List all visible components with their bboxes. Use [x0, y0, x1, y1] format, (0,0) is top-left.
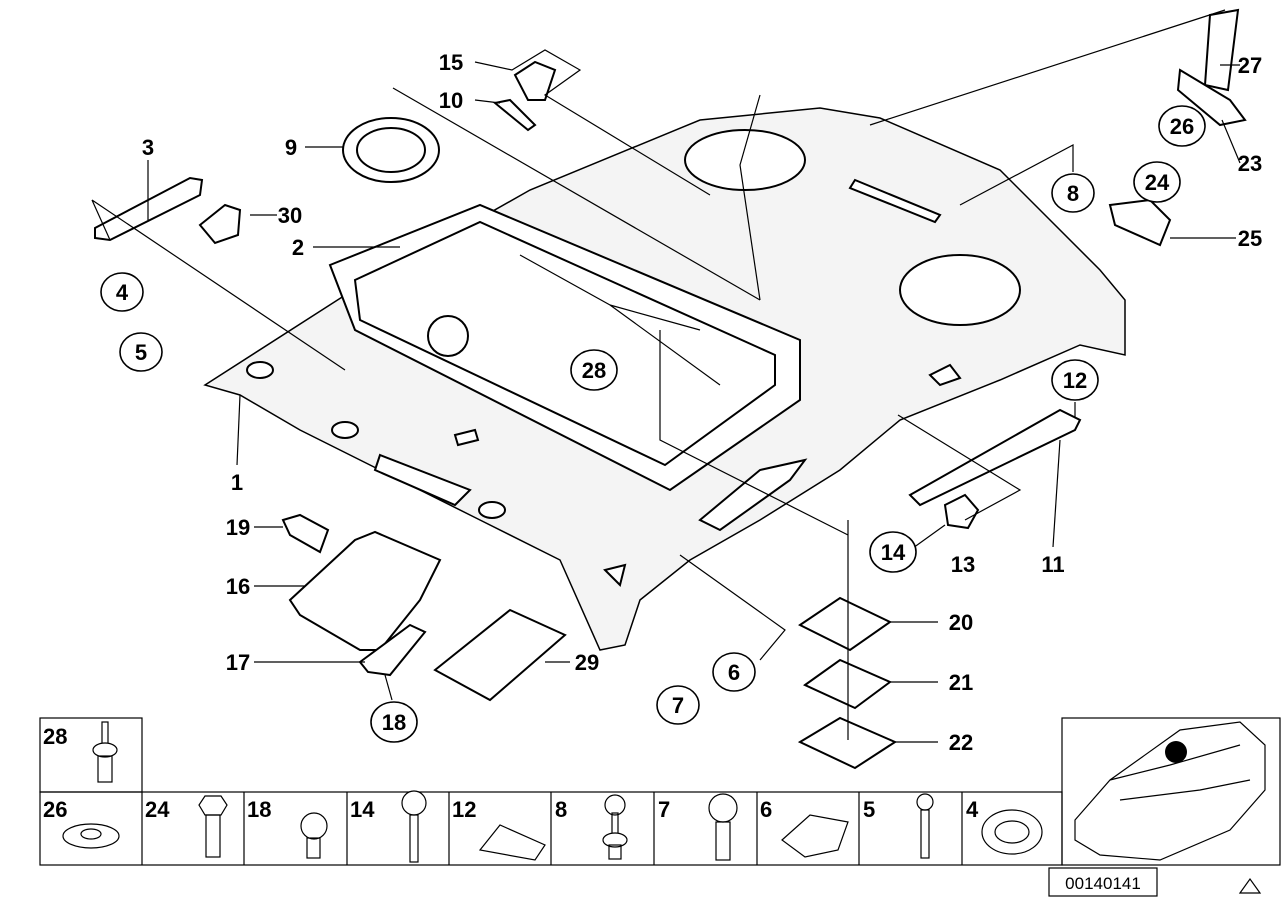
callout-13: 13	[951, 552, 975, 577]
table-cell-18: 18	[247, 797, 271, 822]
callout-5-circled: 5	[135, 340, 147, 365]
bracket-part-15	[513, 60, 557, 101]
clip-part-13	[943, 493, 980, 530]
location-marker-icon	[1165, 741, 1187, 763]
table-cell-6: 6	[760, 797, 772, 822]
callout-15: 15	[439, 50, 463, 75]
bracket-part-10	[492, 98, 537, 132]
callout-1: 1	[231, 470, 243, 495]
table-cell-5: 5	[863, 797, 875, 822]
vehicle-location-thumbnail	[1061, 717, 1281, 866]
callout-20: 20	[949, 610, 973, 635]
leader-lines	[91, 9, 1241, 743]
cover-part-25	[1108, 198, 1172, 247]
clip-part-30	[198, 203, 242, 245]
callout-23: 23	[1238, 151, 1262, 176]
speaker-ring-inner	[356, 127, 426, 173]
callout-30: 30	[278, 203, 302, 228]
trim-strip-part-11	[908, 408, 1082, 507]
callout-18-circled: 18	[382, 710, 406, 735]
callout-2: 2	[292, 235, 304, 260]
callout-11: 11	[1041, 552, 1064, 577]
visor-clip-part-23	[1176, 68, 1247, 127]
callout-8-circled: 8	[1067, 181, 1079, 206]
circled-callouts: 4 5 28 26 24 8 12 14 18 6 7	[100, 105, 1206, 743]
callout-26-circled: 26	[1170, 114, 1194, 139]
reference-box	[1048, 867, 1158, 897]
callout-29: 29	[575, 650, 599, 675]
callout-14-circled: 14	[881, 540, 906, 565]
callout-10: 10	[439, 88, 463, 113]
fastener-table: 28 26 24 18 14 12 8 7 6 5 4	[39, 717, 1063, 866]
pad-part-29	[433, 608, 567, 702]
reference-number: 00140141	[1065, 874, 1141, 893]
callout-25: 25	[1238, 226, 1262, 251]
callout-22: 22	[949, 730, 973, 755]
callout-24-circled: 24	[1145, 170, 1170, 195]
callout-12-circled: 12	[1063, 368, 1087, 393]
callout-28-circled: 28	[582, 358, 606, 383]
table-cell-12: 12	[452, 797, 476, 822]
table-cell-14: 14	[350, 797, 375, 822]
callout-19: 19	[226, 515, 250, 540]
callout-9: 9	[285, 135, 297, 160]
callout-21: 21	[949, 670, 973, 695]
table-cell-28: 28	[43, 724, 67, 749]
callout-16: 16	[226, 574, 250, 599]
seal-part-20	[798, 596, 892, 652]
callout-4-circled: 4	[116, 280, 129, 305]
callout-3: 3	[142, 135, 154, 160]
callout-17: 17	[226, 650, 250, 675]
visor-part-27	[1203, 8, 1240, 92]
sunroof-frame-part-2	[328, 203, 801, 492]
warning-triangle-icon	[1238, 877, 1262, 894]
console-part-16	[288, 530, 442, 651]
table-cell-4: 4	[966, 797, 979, 822]
table-cell-24: 24	[145, 797, 170, 822]
table-cell-7: 7	[658, 797, 670, 822]
cover-part-19	[281, 513, 330, 554]
table-cell-26: 26	[43, 797, 67, 822]
callout-27: 27	[1238, 53, 1262, 78]
lamp-part-17	[358, 623, 427, 677]
table-cell-8: 8	[555, 797, 567, 822]
callout-7-circled: 7	[672, 693, 684, 718]
callout-6-circled: 6	[728, 660, 740, 685]
